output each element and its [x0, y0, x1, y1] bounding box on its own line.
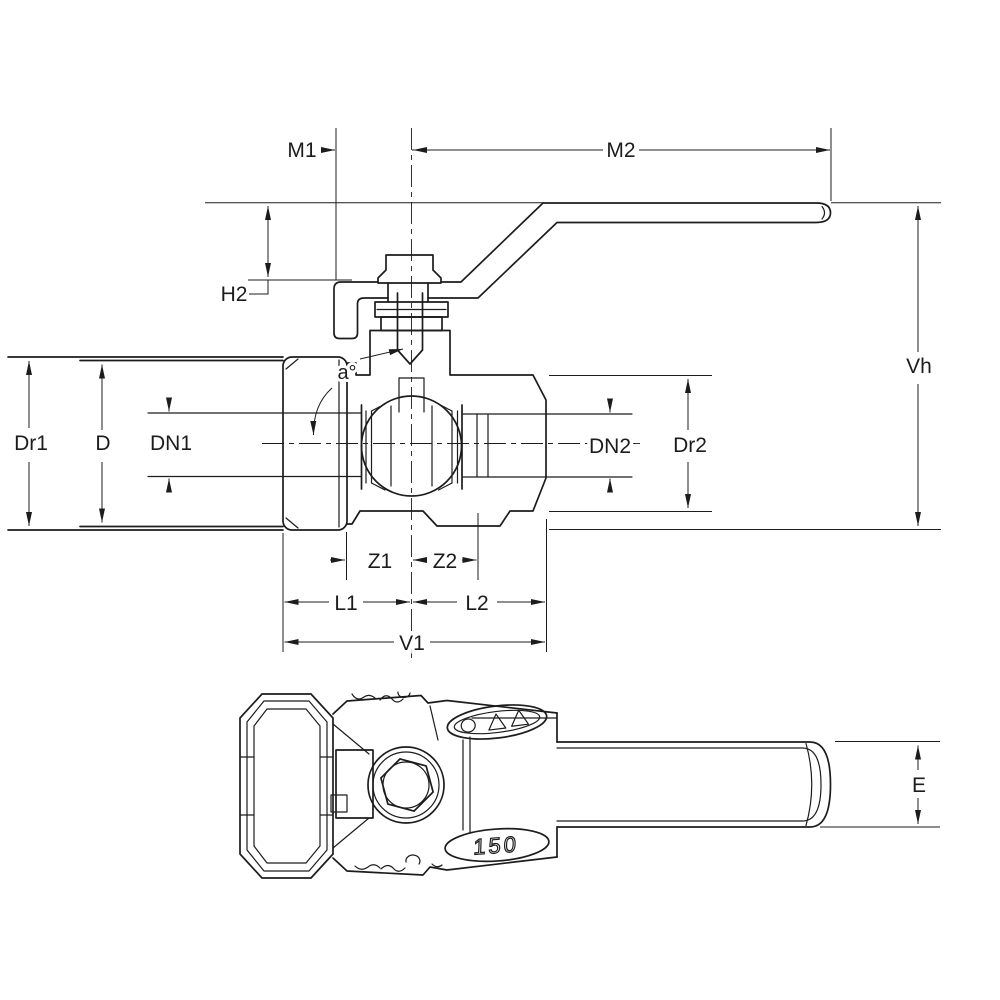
- handle-side-view: [333, 202, 832, 340]
- dimension-dr1: Dr1: [11, 361, 51, 526]
- dimension-z1-z2: Z1 Z2: [330, 547, 477, 577]
- label-e: E: [912, 774, 926, 797]
- dimension-e: E: [820, 741, 940, 828]
- label-z1: Z1: [368, 550, 393, 573]
- label-m2: M2: [606, 139, 635, 162]
- valve-body: [346, 329, 633, 527]
- centerlines: [262, 128, 640, 658]
- label-vh: Vh: [906, 355, 932, 378]
- label-dn1: DN1: [150, 432, 192, 455]
- label-d: D: [95, 432, 110, 455]
- dimension-dn2: DN2: [585, 398, 635, 493]
- dimension-v1: V1: [284, 629, 545, 659]
- label-dr2: Dr2: [673, 434, 707, 457]
- label-dr1: Dr1: [14, 432, 48, 455]
- dimension-l1-l2: L1 L2: [284, 589, 545, 619]
- dimension-dn1: DN1: [146, 397, 196, 493]
- cast-glyph-wedge-2: [511, 709, 530, 727]
- cast-badge-lower: 150: [444, 827, 550, 863]
- label-l2: L2: [465, 592, 488, 615]
- lower-extension-lines: [282, 513, 547, 652]
- cast-glyph-round: [460, 718, 476, 733]
- inlet-tube: [7, 356, 362, 531]
- cast-badge-upper: [446, 704, 548, 740]
- dimension-dr2: Dr2: [549, 375, 712, 512]
- label-angle: a°: [337, 362, 356, 384]
- label-v1: V1: [399, 632, 425, 655]
- label-h2: H2: [221, 283, 248, 306]
- valve-body-top: [330, 694, 558, 876]
- label-l1: L1: [334, 592, 357, 615]
- angle-annotation: a°: [310, 348, 404, 436]
- seat-rings: [360, 403, 463, 491]
- dimension-m1-m2: M1 M2: [284, 128, 832, 280]
- dimension-h2: H2: [205, 202, 543, 310]
- cast-glyph-wedge-1: [488, 713, 507, 731]
- cast-marking-text: 150: [473, 831, 519, 859]
- handle-top-view: [556, 741, 832, 828]
- union-nut: [282, 356, 348, 531]
- top-view: 150 E: [239, 691, 940, 879]
- stem-assembly: [374, 254, 449, 413]
- label-dn2: DN2: [589, 435, 631, 458]
- stem-boss: [367, 746, 445, 824]
- cast-marks: [351, 691, 443, 872]
- knurled-nut: [239, 693, 334, 879]
- label-z2: Z2: [433, 550, 458, 573]
- dimension-vh: Vh: [549, 202, 941, 530]
- dimension-d: D: [92, 364, 114, 523]
- label-m1: M1: [287, 139, 316, 162]
- front-section-view: a° M1 M2 H2 Dr1: [7, 128, 941, 659]
